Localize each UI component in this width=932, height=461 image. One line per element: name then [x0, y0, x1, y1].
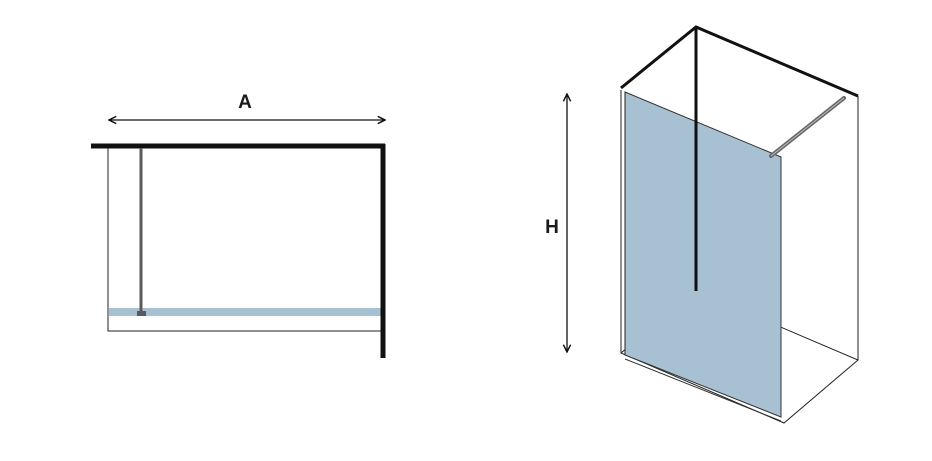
width-dimension-label: A	[238, 92, 252, 113]
iso-view: H	[545, 25, 859, 424]
plan-bar-foot	[137, 311, 146, 316]
plan-tray-outline	[107, 145, 384, 332]
height-dimension-label: H	[545, 217, 559, 238]
iso-floor-front-edge	[624, 358, 782, 422]
iso-top-walls	[620, 25, 859, 98]
iso-stabilizer-bar-highlight	[770, 97, 845, 157]
plan-glass-panel	[109, 308, 381, 316]
plan-view: A	[91, 92, 385, 358]
